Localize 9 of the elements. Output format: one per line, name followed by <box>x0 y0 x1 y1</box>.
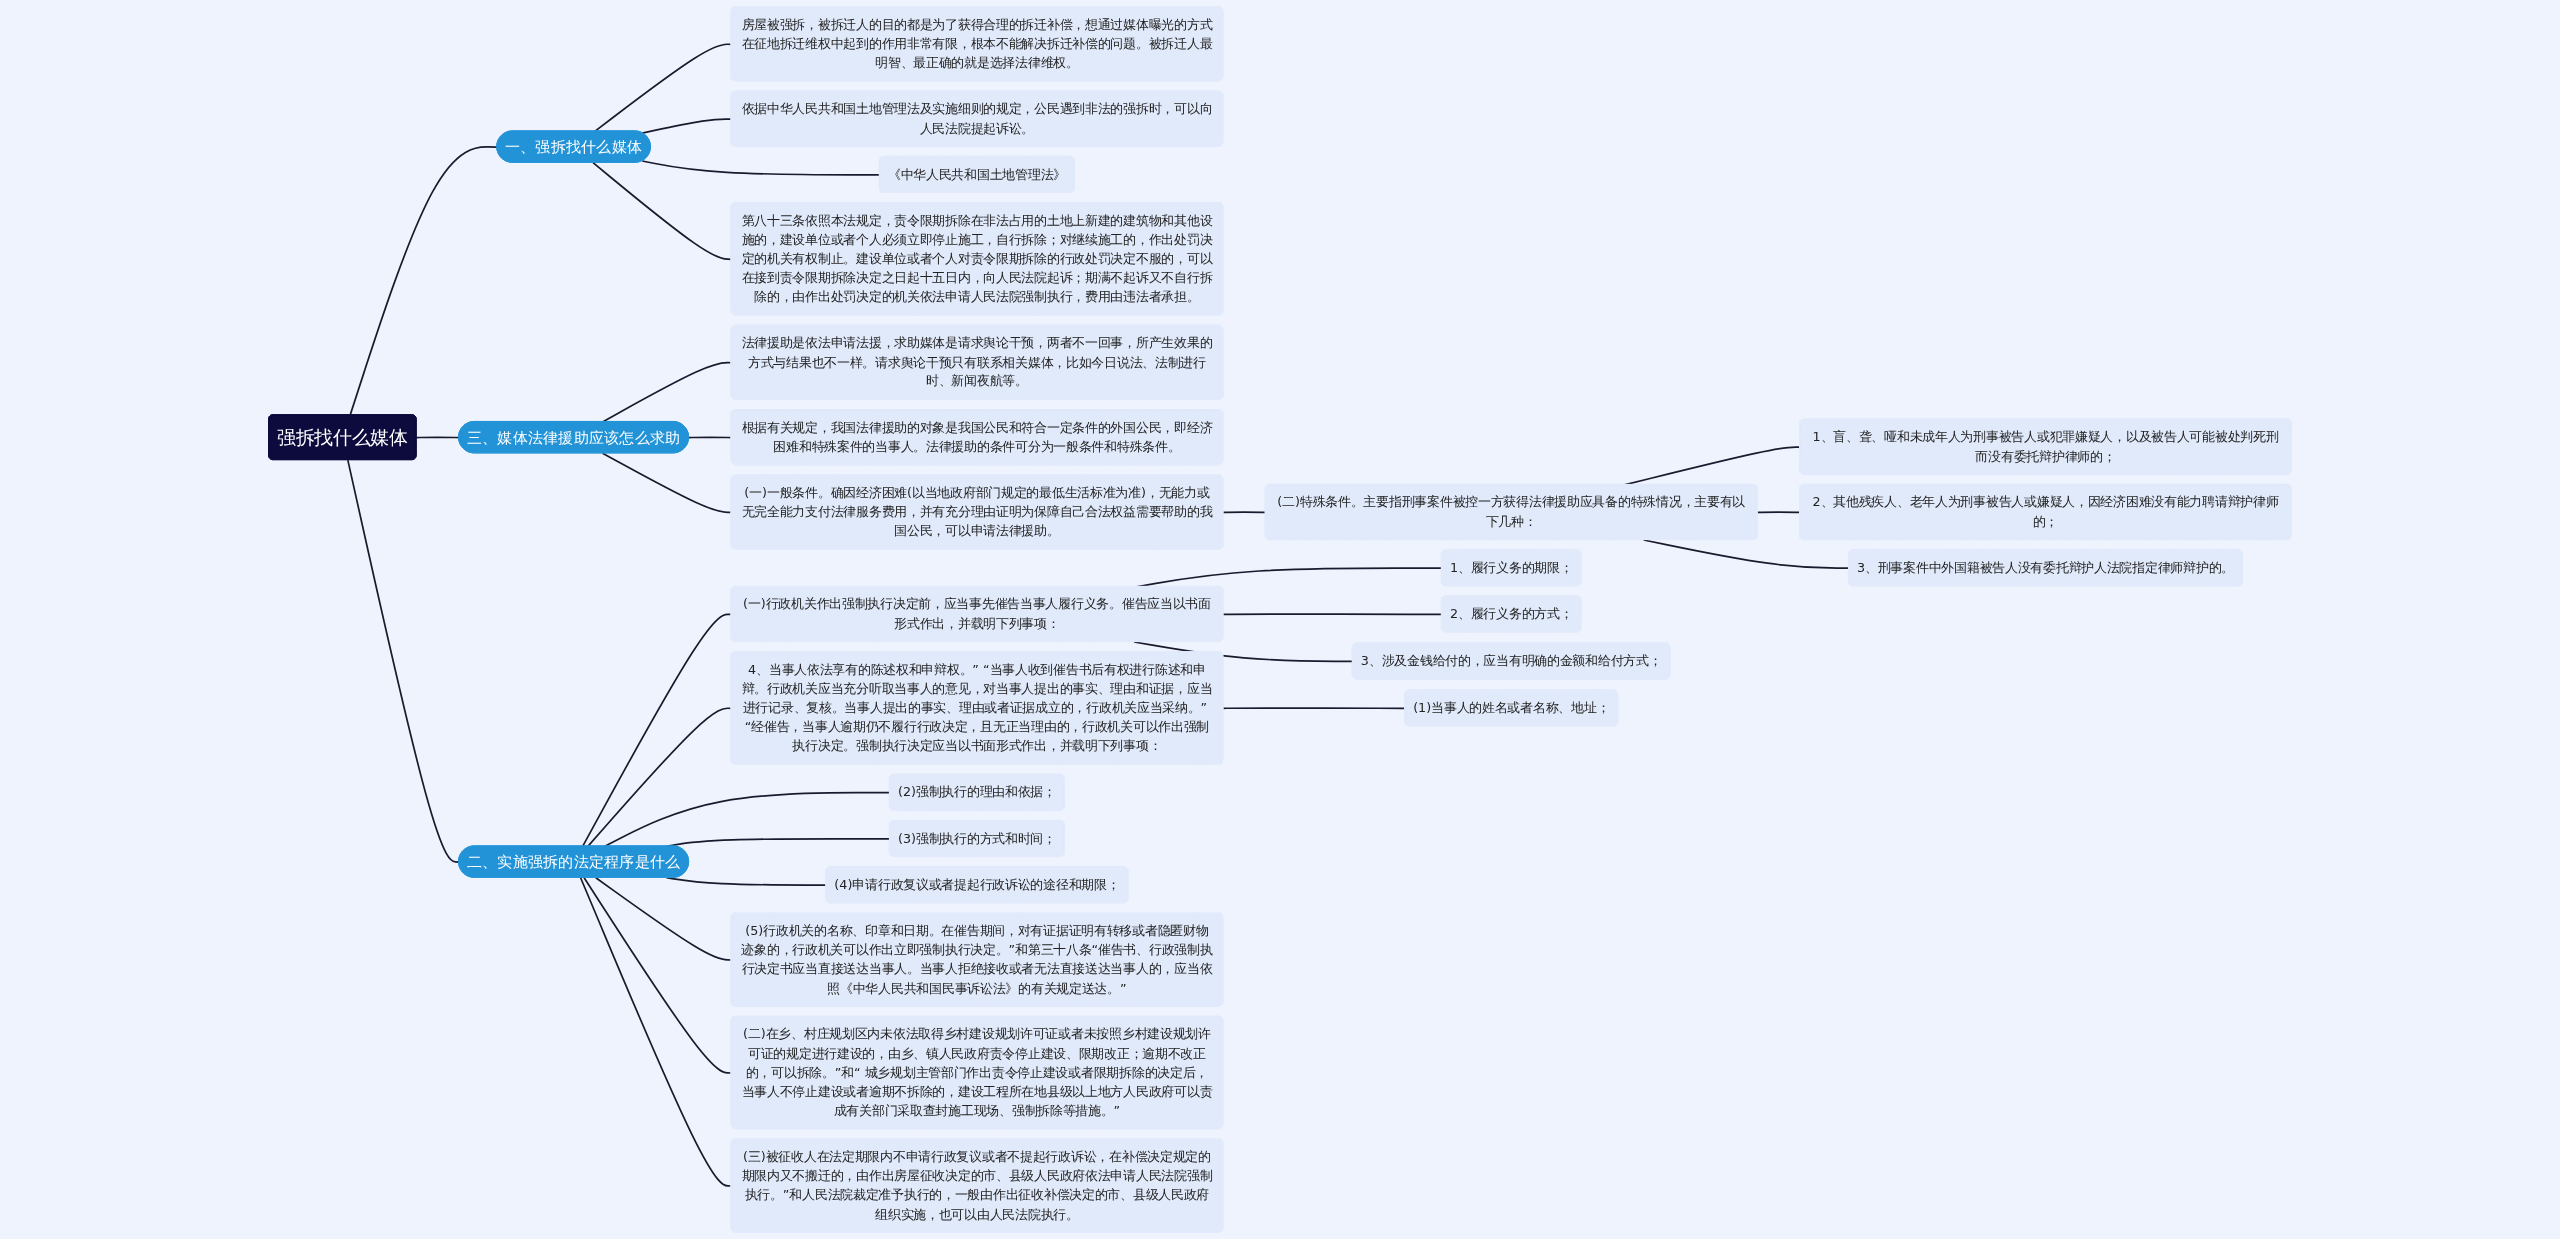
connector <box>1642 539 1850 570</box>
connector <box>349 146 498 416</box>
connector <box>1222 707 1406 710</box>
connector <box>347 459 460 863</box>
connector <box>1222 511 1267 514</box>
connector <box>641 160 881 176</box>
connector <box>1222 613 1443 616</box>
connector <box>415 436 460 439</box>
connector <box>1756 511 1801 514</box>
